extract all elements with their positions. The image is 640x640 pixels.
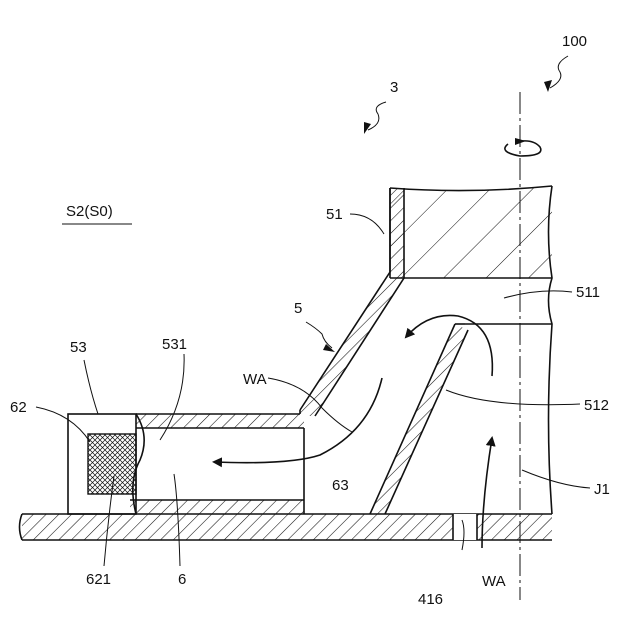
- label-j1: J1: [594, 481, 610, 498]
- label-wa-upper: WA: [243, 371, 267, 388]
- base-plate: [20, 514, 553, 540]
- shaft-upper: [390, 186, 552, 514]
- label-531: 531: [162, 336, 187, 353]
- label-5: 5: [294, 300, 302, 317]
- guide-wall: [370, 324, 468, 514]
- label-63: 63: [332, 477, 349, 494]
- duct-wall-5: [300, 188, 404, 416]
- element-62: [88, 434, 136, 494]
- label-416: 416: [418, 591, 443, 608]
- label-6: 6: [178, 571, 186, 588]
- label-3: 3: [390, 79, 398, 96]
- label-53: 53: [70, 339, 87, 356]
- label-512: 512: [584, 397, 609, 414]
- label-100: 100: [562, 33, 587, 50]
- label-51: 51: [326, 206, 343, 223]
- label-511: 511: [576, 284, 600, 301]
- label-621: 621: [86, 571, 111, 588]
- label-62: 62: [10, 399, 27, 416]
- label-wa-lower: WA: [482, 573, 506, 590]
- label-s2: S2(S0): [66, 203, 113, 220]
